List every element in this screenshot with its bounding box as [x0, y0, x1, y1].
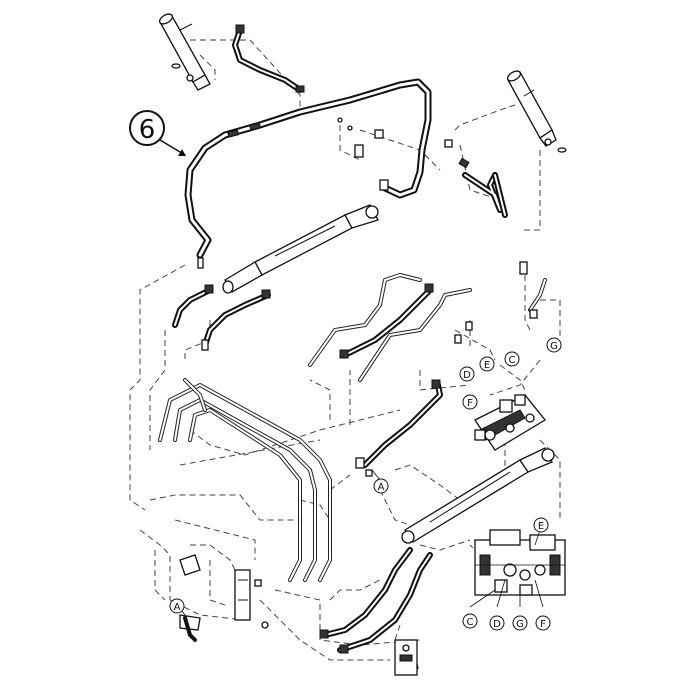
svg-text:G: G: [516, 619, 524, 630]
callout-c-top: C: [504, 351, 520, 367]
svg-text:F: F: [540, 619, 546, 630]
svg-text:D: D: [463, 370, 471, 381]
callout-f-mid: F: [462, 394, 478, 410]
callout-d-valve: D: [489, 615, 505, 631]
hose-left-lower: [172, 257, 271, 351]
cylinder-top-right: [506, 70, 567, 153]
svg-text:A: A: [378, 482, 385, 493]
callout-a-mid: A: [373, 478, 389, 494]
tube-bundle-left: [158, 378, 332, 582]
fittings-upper: [337, 117, 453, 191]
svg-text:D: D: [493, 619, 501, 630]
callout-e-valve: E: [533, 517, 549, 533]
hose-right-upper: [458, 157, 508, 218]
callout-d-mid: D: [459, 366, 475, 382]
callout-e-top: E: [479, 356, 495, 372]
hose-center-a: [355, 379, 443, 477]
cylinder-lower: [401, 447, 555, 544]
callout-a-low: A: [169, 598, 185, 614]
control-valve-upper: [474, 394, 546, 451]
callout-g-valve: G: [512, 615, 528, 631]
callout-6-label: 6: [139, 115, 156, 145]
svg-text:A: A: [174, 602, 181, 613]
svg-text:G: G: [550, 341, 558, 352]
hose-lower-long: [319, 547, 433, 654]
callout-g-top: G: [546, 337, 562, 353]
callout-6: 6: [129, 110, 186, 156]
pedal-bottom: [394, 638, 419, 676]
cylinder-top-left: [158, 13, 211, 91]
svg-text:F: F: [467, 398, 473, 409]
callout-f-valve: F: [535, 615, 551, 631]
hose-loop-6: [184, 78, 432, 259]
cylinder-middle: [222, 204, 379, 294]
bracket-lower-left: [179, 554, 269, 642]
svg-text:E: E: [484, 360, 490, 371]
control-valve-lower: [474, 529, 566, 596]
svg-text:C: C: [509, 355, 516, 366]
callout-c-valve: C: [462, 613, 478, 629]
callout-leaders: [174, 469, 544, 616]
svg-text:C: C: [467, 617, 474, 628]
hose-top-left: [232, 24, 305, 93]
svg-text:E: E: [538, 521, 544, 532]
tubes-middle-right: [308, 261, 547, 382]
